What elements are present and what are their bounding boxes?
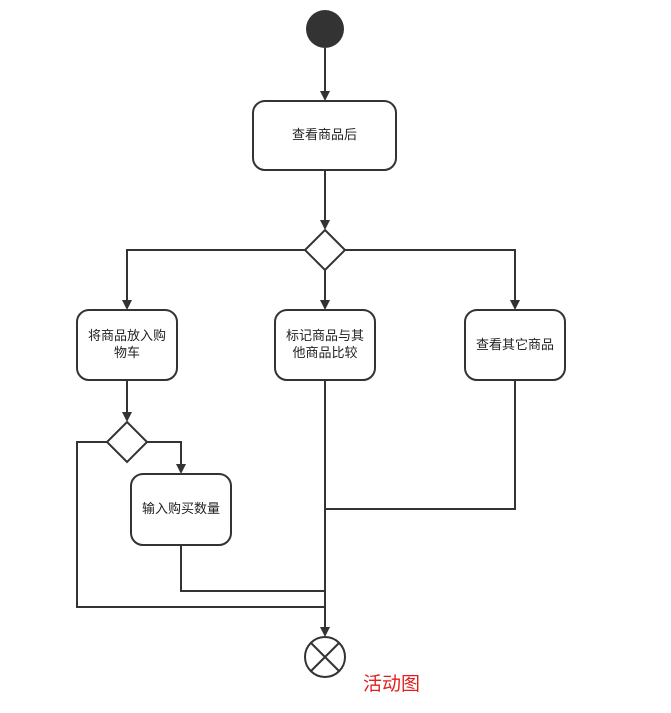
label-add-to-cart: 将商品放入购物车 — [87, 329, 166, 361]
edge-decision2-skip — [76, 441, 325, 608]
label-input-qty: 输入购买数量 — [141, 502, 220, 517]
box-input-qty — [130, 473, 232, 546]
label-mark-compare: 标记商品与其他商品比较 — [285, 329, 364, 361]
edge-decision-to-view-other — [345, 249, 520, 310]
decision-diamond-1 — [303, 228, 347, 272]
start-node — [306, 10, 344, 48]
diagram-caption: 活动图 — [363, 673, 421, 695]
label-after-view: 查看商品后 — [291, 128, 357, 143]
decision-diamond-2 — [105, 420, 149, 464]
box-after-view — [252, 100, 397, 171]
label-view-other: 查看其它商品 — [475, 337, 554, 353]
end-node-cross-b — [310, 642, 340, 672]
edge-decision-to-add-to-cart — [122, 249, 305, 310]
edge-decision2-to-input-qty — [147, 441, 186, 474]
edge-view-other-to-end — [325, 380, 516, 510]
box-mark-compare — [274, 309, 376, 381]
box-add-to-cart — [76, 309, 178, 381]
box-view-other — [464, 309, 566, 381]
edge-input-qty-to-end — [180, 545, 325, 592]
